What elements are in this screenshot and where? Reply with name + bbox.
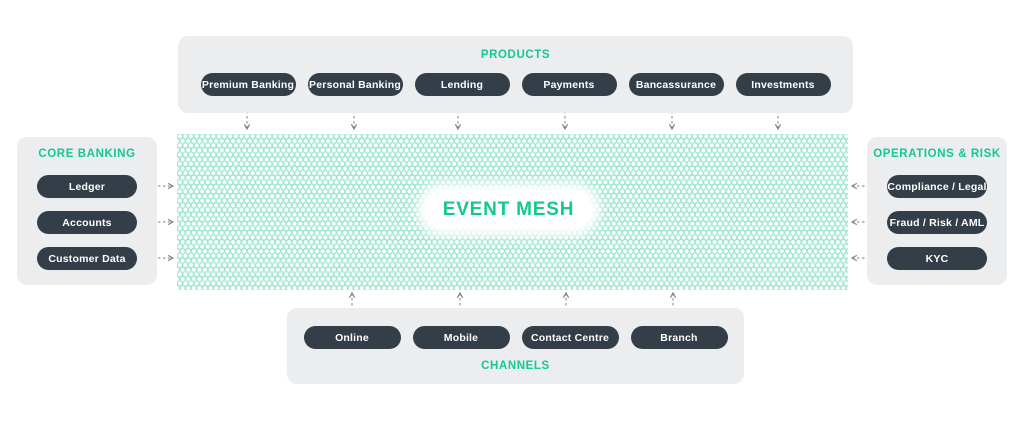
group-title-core-banking: CORE BANKING — [38, 148, 136, 160]
node-investments: Investments — [735, 73, 831, 96]
node-contact-centre: Contact Centre — [521, 326, 619, 349]
node-personal-banking: Personal Banking — [307, 73, 403, 96]
event-mesh-label: EVENT MESH — [425, 191, 592, 228]
node-mobile: Mobile — [412, 326, 510, 349]
core-banking-pill-column: Ledger Accounts Customer Data — [17, 175, 157, 270]
node-compliance-legal: Compliance / Legal — [887, 175, 987, 198]
node-accounts: Accounts — [37, 211, 137, 234]
group-products: PRODUCTS Premium Banking Personal Bankin… — [178, 36, 853, 113]
channels-pill-row: Online Mobile Contact Centre Branch — [287, 326, 744, 349]
node-ledger: Ledger — [37, 175, 137, 198]
group-title-operations-risk: OPERATIONS & RISK — [873, 148, 1001, 160]
group-core-banking: CORE BANKING Ledger Accounts Customer Da… — [17, 137, 157, 285]
node-lending: Lending — [414, 73, 510, 96]
group-channels: Online Mobile Contact Centre Branch CHAN… — [287, 308, 744, 384]
node-bancassurance: Bancassurance — [628, 73, 724, 96]
group-title-channels: CHANNELS — [481, 360, 550, 372]
node-branch: Branch — [630, 326, 728, 349]
group-operations-risk: OPERATIONS & RISK Compliance / Legal Fra… — [867, 137, 1007, 285]
products-pill-row: Premium Banking Personal Banking Lending… — [178, 73, 853, 96]
node-payments: Payments — [521, 73, 617, 96]
node-kyc: KYC — [887, 247, 987, 270]
node-customer-data: Customer Data — [37, 247, 137, 270]
group-title-products: PRODUCTS — [480, 49, 551, 61]
node-fraud-risk-aml: Fraud / Risk / AML — [887, 211, 987, 234]
node-premium-banking: Premium Banking — [200, 73, 296, 96]
operations-risk-pill-column: Compliance / Legal Fraud / Risk / AML KY… — [867, 175, 1007, 270]
node-online: Online — [303, 326, 401, 349]
